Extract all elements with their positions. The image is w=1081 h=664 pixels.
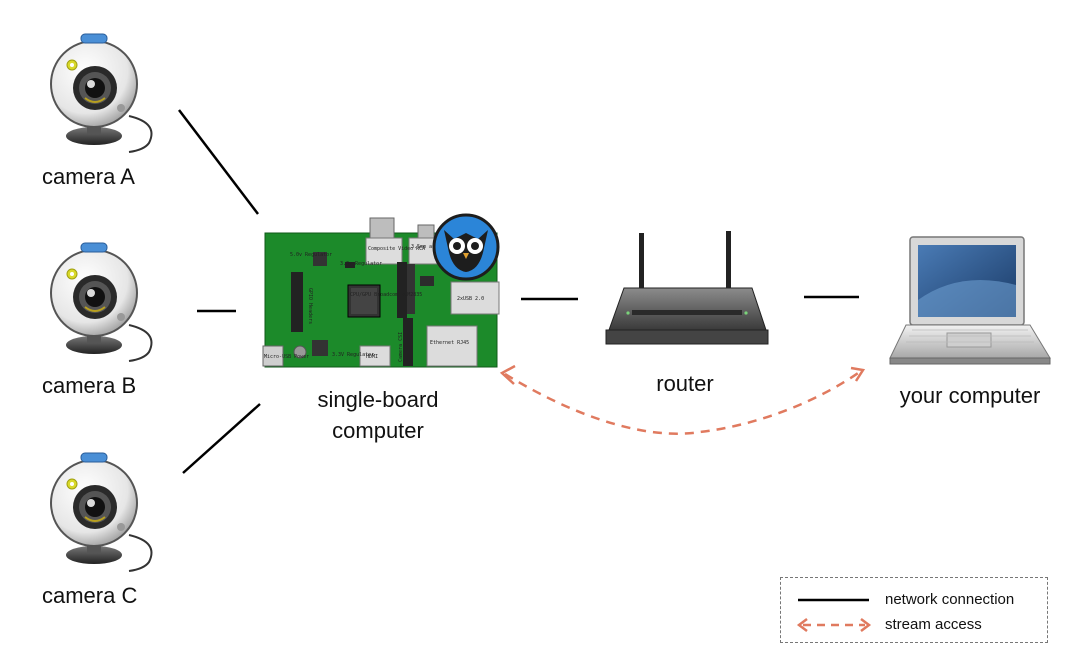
board-label-regulator-top: 5.0v Regulator	[290, 252, 332, 258]
owl-logo-icon	[432, 213, 500, 281]
stream-access-arrow	[504, 369, 862, 435]
stream-arrowhead-left	[499, 364, 516, 385]
board-label-usb: 2xUSB 2.0	[457, 296, 484, 302]
stream-arrowhead-right	[850, 366, 866, 382]
board-label-gpio: GPIO Headers	[307, 288, 313, 324]
board-label-regulator-bottom: 3.3V Regulator	[332, 352, 374, 358]
camera-a-icon	[50, 33, 153, 153]
router-label: router	[656, 371, 714, 396]
link-camera-c	[182, 403, 261, 474]
camera-c-label: camera C	[42, 583, 138, 608]
camera-b-label: camera B	[42, 373, 137, 398]
legend-symbols	[796, 598, 872, 632]
board-label-regulator-33: 3.3v Regulator	[340, 261, 382, 267]
legend-stream-arrowhead-left	[796, 618, 808, 632]
legend-box: network connection stream access	[780, 577, 1048, 643]
board-label-camera-csi: Camera CSI	[398, 332, 404, 362]
legend-network-label: network connection	[885, 591, 1015, 608]
board-label-cpu: CPU/GPU Broadcom BCM2835	[350, 292, 422, 298]
camera-a-label: camera A	[42, 164, 135, 189]
laptop-icon	[889, 236, 1051, 365]
link-camera-a	[178, 109, 259, 215]
your-computer-label: your computer	[899, 383, 1041, 408]
board-label-micro-usb: Micro-USB Power	[264, 354, 309, 360]
legend-stream-arrowhead-right	[860, 618, 872, 632]
board-label-hdmi: HDMI	[366, 354, 378, 360]
legend-stream-label: stream access	[885, 616, 982, 633]
board-label-ethernet: Ethernet RJ45	[430, 340, 469, 346]
board-label-composite: Composite Video RCA	[368, 246, 425, 252]
camera-c-icon	[50, 452, 153, 572]
single-board-computer-label-line2: computer	[332, 418, 424, 443]
router-icon	[605, 231, 769, 345]
single-board-computer-label-line1: single-board	[317, 387, 439, 412]
camera-b-icon	[50, 242, 153, 362]
